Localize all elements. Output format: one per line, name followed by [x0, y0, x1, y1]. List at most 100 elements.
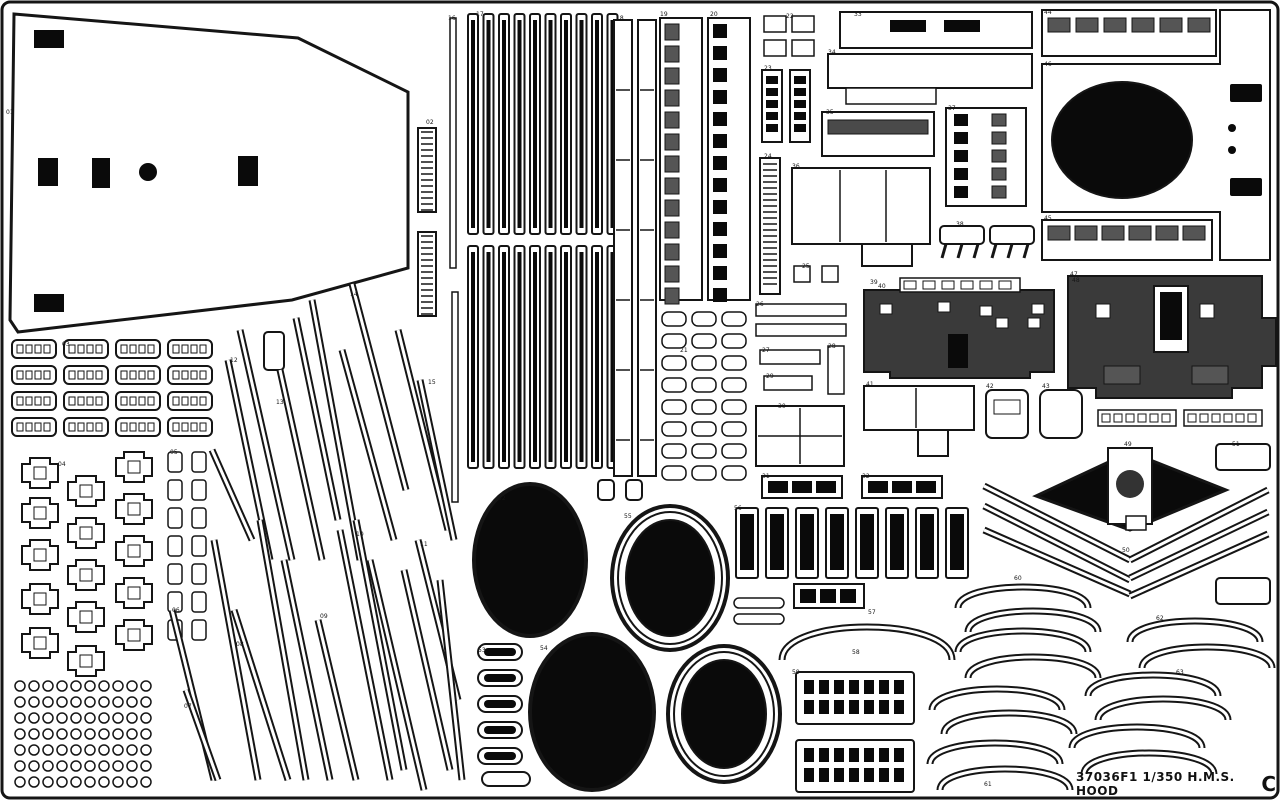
strut-part: [210, 449, 254, 541]
small-panel-part: [763, 39, 787, 57]
panel-opening: [713, 68, 727, 82]
rail-opening: [1187, 17, 1211, 33]
panel-opening: [827, 119, 929, 135]
frame-opening: [991, 149, 1007, 163]
tiny-ring-part: [84, 712, 96, 724]
tiny-ring-part: [70, 744, 82, 756]
deck-plate-part: [8, 12, 410, 334]
link-part: [721, 333, 747, 349]
rail-opening: [1075, 17, 1099, 33]
small-part: [167, 479, 183, 501]
tiny-ring-part: [112, 712, 124, 724]
rail-opening: [1199, 413, 1209, 423]
door-panel-opening: [800, 514, 814, 570]
frame-opening: [199, 344, 207, 354]
rail-opening: [1101, 225, 1125, 241]
frame-opening: [16, 370, 24, 380]
part-number-label: 26: [756, 301, 764, 308]
part-number-label: 14: [350, 291, 358, 298]
frame-opening: [138, 422, 146, 432]
door-panel-opening: [860, 514, 874, 570]
small-panel-part: [791, 15, 815, 33]
beam-part: [983, 504, 1131, 582]
tiny-ring-part: [70, 728, 82, 740]
rail-part: [759, 349, 821, 365]
rail-opening: [998, 280, 1012, 290]
tiny-ring-part: [126, 728, 138, 740]
bulkhead-door: [948, 334, 968, 368]
frame-opening: [43, 344, 51, 354]
part-number-label: 12: [230, 357, 238, 364]
frame-opening: [68, 422, 76, 432]
panel-opening: [713, 46, 727, 60]
rail-opening: [941, 280, 955, 290]
railing-opening: [502, 252, 506, 462]
rail-part: [755, 323, 847, 337]
panel-opening: [664, 265, 680, 283]
clip-leg: [1006, 243, 1014, 259]
strut-part: [368, 559, 426, 791]
slot-opening: [792, 481, 812, 493]
ladder-panel-opening: [879, 700, 889, 714]
ladder-panel-part: [795, 671, 915, 725]
clip-leg: [940, 243, 948, 259]
slot-opening: [800, 589, 816, 603]
part-number-label: 27: [762, 347, 770, 354]
rail-opening: [1223, 413, 1233, 423]
capsule-opening: [484, 700, 516, 708]
tiny-ring-part: [84, 744, 96, 756]
top-panel-opening: [890, 20, 926, 32]
rail-opening: [979, 280, 993, 290]
frame-opening: [43, 370, 51, 380]
part-number-label: 44: [1044, 9, 1052, 16]
link-part: [721, 399, 747, 415]
railing-part: [449, 17, 457, 269]
fret-code-label: 37036F1 1/350 H.M.S. HOOD: [1076, 770, 1235, 798]
tiny-ring-part: [140, 712, 152, 724]
rail-part: [763, 375, 813, 391]
clip-leg: [1022, 243, 1030, 259]
small-panel-part: [791, 39, 815, 57]
panel-opening: [664, 67, 680, 85]
part-number-label: 05: [170, 449, 178, 456]
frame-opening: [77, 422, 85, 432]
small-part: [167, 535, 183, 557]
frame-opening: [129, 396, 137, 406]
tiny-ring-part: [56, 680, 68, 692]
railing-opening: [595, 252, 599, 462]
rail-opening: [1155, 225, 1179, 241]
tiny-ring-part: [42, 760, 54, 772]
tiny-ring-part: [14, 728, 26, 740]
link-part: [691, 443, 717, 459]
bracket-opening: [127, 460, 141, 474]
link-part: [691, 333, 717, 349]
panel-opening: [664, 89, 680, 107]
part-number-label: 32: [862, 473, 870, 480]
frame-opening: [95, 344, 103, 354]
bulkhead-window: [879, 303, 893, 315]
frame-opening: [120, 370, 128, 380]
frame-opening: [25, 370, 33, 380]
panel-opening: [713, 288, 727, 302]
shelter-opening: [1051, 81, 1193, 199]
panel-opening: [664, 133, 680, 151]
ladder-panel-part: [795, 739, 915, 793]
rail-opening: [1182, 225, 1206, 241]
panel-opening: [713, 134, 727, 148]
ladder-panel-opening: [894, 768, 904, 782]
bridge-opening: [1160, 292, 1182, 340]
clip-leg: [990, 243, 998, 259]
rail-opening: [1101, 413, 1111, 423]
tiny-ring-part: [112, 696, 124, 708]
strut-part: [402, 569, 452, 771]
deck-plate-slot: [92, 158, 110, 188]
shield-oval-part: [528, 632, 656, 792]
part-number-label: 54: [540, 645, 548, 652]
platform-tab: [1125, 515, 1147, 531]
rail-opening: [1047, 225, 1071, 241]
frame-opening: [181, 370, 189, 380]
frame-opening: [86, 370, 94, 380]
part-number-label: 60: [1014, 575, 1022, 582]
ladder-panel-opening: [834, 748, 844, 762]
